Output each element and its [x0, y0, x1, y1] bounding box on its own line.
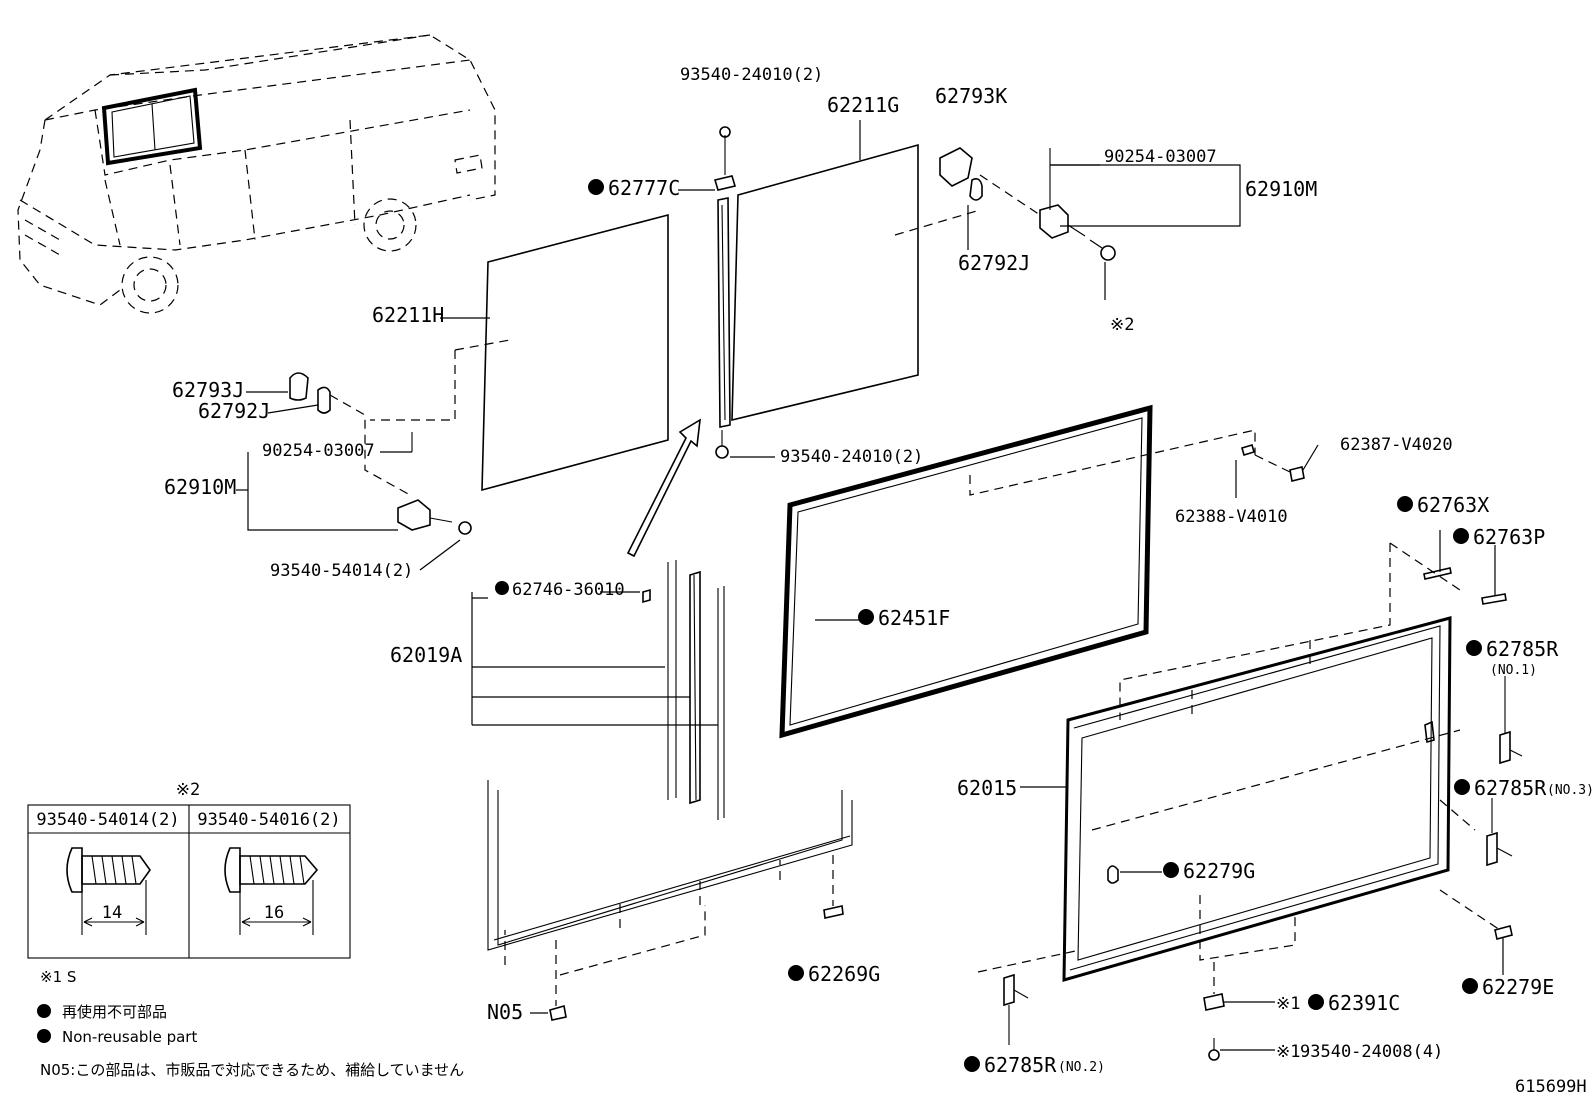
label-62211H: 62211H — [372, 303, 444, 327]
label-93540-24010-bottom: 93540-24010(2) — [780, 447, 923, 467]
label-62279E: 62279E — [1482, 975, 1554, 999]
center-strip-62777C — [626, 126, 737, 558]
label-62269G: 62269G — [808, 962, 880, 986]
screw-b-length: 16 — [264, 903, 284, 923]
label-62792J-right: 62792J — [958, 251, 1030, 275]
label-62785R-no1: 62785R — [1486, 637, 1559, 661]
glass-62211G — [731, 143, 1041, 422]
non-reusable-dot — [1163, 862, 1179, 878]
legend-jp: 再使用不可部品 — [62, 1003, 167, 1021]
label-62785R-no2: 62785R — [984, 1053, 1057, 1077]
label-62777C: 62777C — [608, 176, 680, 200]
label-62785R-no1-sub: (NO.1) — [1490, 663, 1537, 678]
non-reusable-dot — [1462, 978, 1478, 994]
non-reusable-dot — [495, 581, 509, 595]
label-93540-54014: 93540-54014(2) — [270, 561, 413, 581]
legend-dot-jp — [37, 1004, 51, 1018]
label-62387-V4020: 62387-V4020 — [1340, 435, 1453, 455]
label-N05: N05 — [487, 1000, 523, 1024]
hinge-62785R-1 — [1499, 676, 1523, 765]
label-62785R-no3-sub: (NO.3) — [1547, 783, 1592, 798]
legend-note1: ※1 S — [40, 968, 76, 986]
frame-62015 — [977, 542, 1501, 982]
legend-en: Non-reusable part — [62, 1028, 197, 1046]
screw-table-mark: ※2 — [176, 780, 200, 800]
non-reusable-dot — [1454, 779, 1470, 795]
label-note2-right: ※2 — [1110, 315, 1134, 335]
latch-left — [289, 372, 472, 535]
label-93540-24008: 93540-24008(4) — [1300, 1042, 1443, 1062]
label-62211G: 62211G — [827, 93, 899, 117]
diagram-id: 615699H — [1515, 1077, 1587, 1097]
label-62910M-right: 62910M — [1245, 177, 1317, 201]
label-62019A: 62019A — [390, 643, 462, 667]
label-62279G: 62279G — [1183, 859, 1255, 883]
hinge-62785R-2 — [1003, 973, 1029, 1045]
label-62763P: 62763P — [1473, 525, 1545, 549]
label-62785R-no2-sub: (NO.2) — [1058, 1060, 1105, 1075]
hinge-62785R-3 — [1486, 798, 1513, 867]
label-62015: 62015 — [957, 776, 1017, 800]
non-reusable-dot — [858, 609, 874, 625]
label-62910M-left: 62910M — [164, 475, 236, 499]
clips-62387-62388 — [1235, 444, 1319, 498]
label-90254-03007-left: 90254-03007 — [262, 441, 375, 461]
screw-a-length: 14 — [102, 903, 122, 923]
screw-b-header: 93540-54016(2) — [197, 810, 340, 830]
label-62391C-mark: ※1 — [1276, 994, 1300, 1014]
channel-62019A — [487, 560, 853, 976]
label-62793K: 62793K — [935, 84, 1007, 108]
part-labels: 93540-24010(2) 62211G 62793K 62777C 9025… — [164, 65, 1592, 1097]
label-62793J: 62793J — [172, 378, 244, 402]
screw-a-header: 93540-54014(2) — [36, 810, 179, 830]
pins-62763 — [1423, 530, 1507, 605]
label-62388-V4010: 62388-V4010 — [1175, 507, 1288, 527]
non-reusable-dot — [788, 965, 804, 981]
label-90254-03007-right: 90254-03007 — [1104, 147, 1217, 167]
leader-lines — [236, 120, 1275, 1051]
non-reusable-dot — [1466, 640, 1482, 656]
latch-right — [939, 147, 1116, 300]
seal-62451F — [779, 404, 1256, 739]
van-illustration — [17, 34, 496, 314]
non-reusable-dot — [588, 179, 604, 195]
screw-table: ※2 93540-54014(2) 93540-54016(2) 14 16 — [27, 780, 351, 959]
legend-n05: N05:この部品は、市販品で対応できるため、補給していません — [40, 1061, 464, 1079]
glass-62211H — [370, 213, 669, 492]
label-62785R-no3: 62785R — [1474, 776, 1547, 800]
legend: ※1 S 再使用不可部品 Non-reusable part N05:この部品は… — [37, 968, 464, 1079]
label-62746-36010: 62746-36010 — [512, 580, 625, 600]
screw-b-drawing — [224, 847, 319, 935]
legend-dot-en — [37, 1029, 51, 1043]
non-reusable-dot — [1397, 496, 1413, 512]
non-reusable-dot — [964, 1056, 980, 1072]
non-reusable-dot — [1453, 528, 1469, 544]
label-93540-24008-mark: ※1 — [1276, 1042, 1300, 1062]
screw-a-drawing — [66, 847, 151, 935]
label-62391C: 62391C — [1328, 991, 1400, 1015]
label-62451F: 62451F — [878, 606, 950, 630]
label-62792J-left: 62792J — [198, 399, 270, 423]
label-62763X: 62763X — [1417, 493, 1489, 517]
label-93540-24010-top: 93540-24010(2) — [680, 65, 823, 85]
non-reusable-dot — [1308, 994, 1324, 1010]
small-parts — [549, 588, 1513, 1061]
